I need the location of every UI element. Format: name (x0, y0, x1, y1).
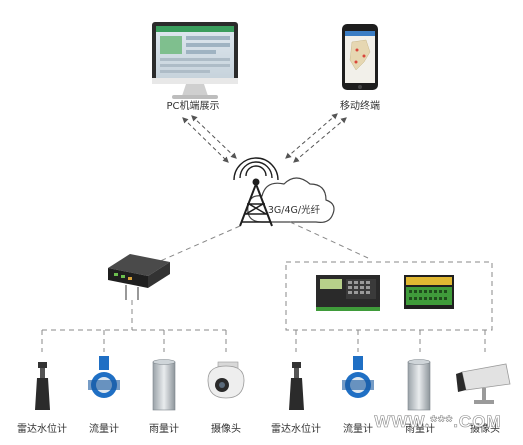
rain-gauge-icon (407, 359, 431, 411)
sensor-label: 流量计 (89, 422, 119, 435)
mobile-tower-arrow (285, 113, 338, 159)
rain-gauge-icon (152, 359, 176, 411)
dome-camera-icon (207, 361, 245, 399)
radar-level-gauge-icon (289, 362, 304, 410)
signal-tower-icon (233, 157, 279, 227)
sensor-label: 雨量计 (149, 422, 179, 435)
rtu-terminal-icon (108, 254, 170, 300)
pc-monitor-icon (152, 22, 238, 99)
sensor-label: 摄像头 (470, 422, 500, 435)
tower-right-rtu-link (289, 221, 369, 259)
mobile-terminal-label: 移动终端 (340, 99, 380, 112)
rtu-terminal-icon (316, 275, 380, 311)
mobile-tower-arrow (293, 117, 347, 163)
right-sensor-tree (295, 330, 486, 352)
mobile-phone-icon (342, 24, 378, 90)
left-sensor-tree (41, 300, 227, 352)
rtu-terminal-icon (404, 275, 454, 309)
bullet-camera-icon (456, 363, 511, 404)
pc-tower-arrow (182, 117, 229, 163)
pc-tower-arrow (191, 115, 237, 159)
radar-level-gauge-icon (35, 362, 50, 410)
flow-meter-icon (342, 356, 374, 398)
sensor-label: 雨量计 (405, 422, 435, 435)
pc-display-label: PC机端展示 (166, 99, 219, 112)
right-station-group (285, 261, 493, 331)
sensor-label: 雷达水位计 (17, 422, 67, 435)
flow-meter-icon (88, 356, 120, 398)
tower-left-rtu-link (157, 225, 241, 263)
sensor-label: 雷达水位计 (271, 422, 321, 435)
sensor-label: 摄像头 (211, 422, 241, 435)
network-label: 3G/4G/光纤 (268, 204, 321, 216)
watermark-text: WWW.***.COM (374, 412, 501, 431)
sensor-label: 流量计 (343, 422, 373, 435)
